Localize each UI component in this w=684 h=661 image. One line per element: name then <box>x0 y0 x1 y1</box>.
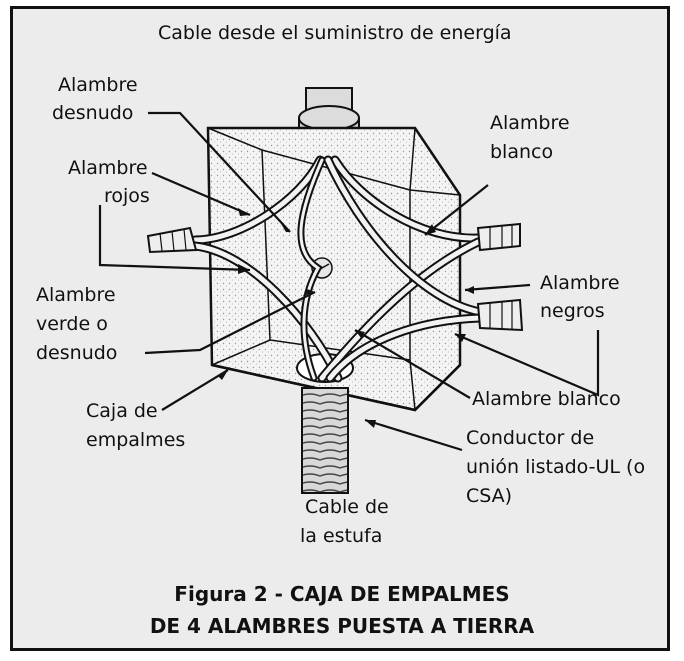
leader-red-wires <box>151 171 251 217</box>
label-white-top-line1: Alambre <box>490 112 570 134</box>
label-junction-box-line1: Caja de <box>86 400 158 422</box>
leader-green-bare <box>144 291 316 355</box>
leader-junction-box <box>161 369 229 411</box>
label-red-wires-line1: Alambre <box>68 157 148 179</box>
label-bonding-line3: CSA) <box>466 485 513 507</box>
leader-black-wires-2 <box>454 330 600 397</box>
label-bare-wire-line2: desnudo <box>52 102 134 124</box>
leader-white-wire-bottom <box>354 329 471 399</box>
label-red-wires-line2: rojos <box>104 185 150 207</box>
label-white-top-line2: blanco <box>490 141 554 163</box>
label-stove-cable-line2: la estufa <box>300 525 383 547</box>
caption-line1: Figura 2 - CAJA DE EMPALMES <box>174 582 510 606</box>
label-green-bare-line1: Alambre <box>36 284 116 306</box>
leader-bare-wire <box>148 111 291 233</box>
wire-nut-right-bottom <box>476 298 524 332</box>
leader-arrowheads <box>218 208 474 428</box>
label-green-bare-line2: verde o <box>36 313 108 335</box>
label-bare-wire-line1: Alambre <box>58 74 138 96</box>
caption-line2: DE 4 ALAMBRES PUESTA A TIERRA <box>149 614 535 638</box>
leader-lines <box>98 111 600 452</box>
leader-white-wire-top <box>424 184 489 236</box>
label-bonding-line1: Conductor de <box>466 427 595 449</box>
label-bonding-line2: unión listado-UL (o <box>466 456 646 478</box>
bottom-flex-conduit <box>301 387 349 494</box>
label-white-wire-bottom: Alambre blanco <box>472 388 621 410</box>
label-junction-box-line2: empalmes <box>86 429 186 451</box>
label-stove-cable-line1: Cable de <box>305 496 389 518</box>
label-black-wires-line1: Alambre <box>540 272 620 294</box>
wire-nut-right-top <box>476 222 521 252</box>
leader-bonding-conductor <box>364 418 463 452</box>
label-top-cable: Cable desde el suministro de energía <box>158 22 512 44</box>
leader-red-wires-2 <box>98 205 251 272</box>
label-black-wires-line2: negros <box>540 300 605 322</box>
wires <box>190 155 485 383</box>
wire-nut-left <box>146 226 198 254</box>
label-green-bare-line3: desnudo <box>36 342 118 364</box>
leader-black-wires-1 <box>464 283 531 292</box>
